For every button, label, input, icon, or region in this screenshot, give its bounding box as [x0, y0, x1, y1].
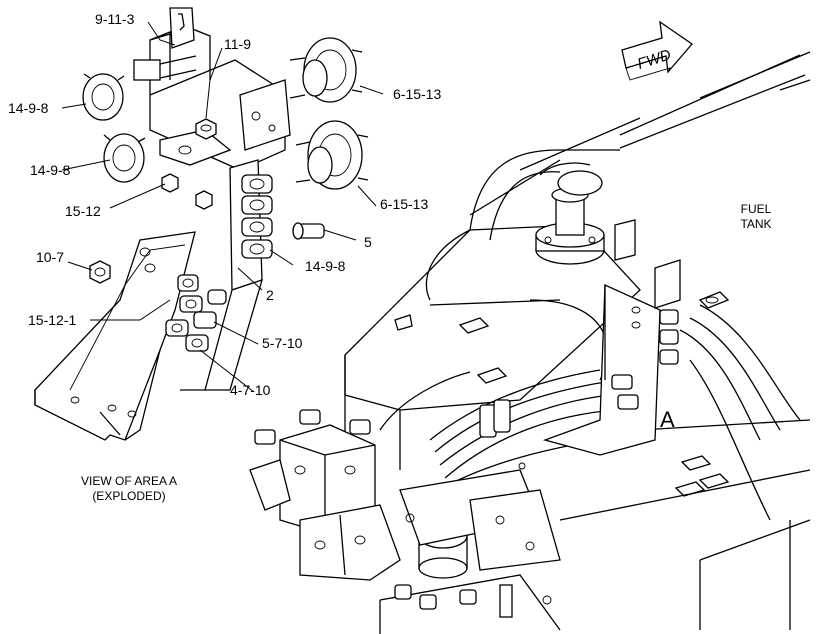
area-a-marker: A [660, 407, 675, 432]
callout-15-12-1: 15-12-1 [28, 312, 76, 328]
view-note: VIEW OF AREA A (EXPLODED) [81, 474, 177, 503]
flange-14-9-8-a [82, 73, 125, 121]
valve-block [249, 409, 401, 581]
callout-10-7: 10-7 [36, 249, 64, 265]
main-frame [344, 224, 811, 630]
connector-5 [292, 222, 325, 240]
callout-5-7-10: 5-7-10 [262, 335, 303, 351]
flange-6-15-13-lower [295, 120, 369, 190]
area-a-bracket [542, 219, 730, 456]
clamp-bands [479, 399, 511, 438]
nut-10-7 [89, 260, 111, 284]
fuel-tank-outline [425, 149, 620, 381]
upper-bracket [133, 7, 291, 171]
fwd-arrow [621, 20, 693, 81]
callout-14-9-8-mid: 14-9-8 [30, 162, 71, 178]
callout-15-12: 15-12 [65, 203, 101, 219]
fuel-pump [535, 162, 605, 265]
mounting-plate [34, 231, 196, 441]
callout-6-15-13-upper: 6-15-13 [393, 86, 441, 102]
flange-14-9-8-b [103, 133, 146, 183]
callout-6-15-13-lower: 6-15-13 [380, 196, 428, 212]
leader-lines [61, 21, 384, 393]
callout-14-9-8-right: 14-9-8 [305, 258, 346, 274]
fuel-tank-label: FUEL TANK [740, 202, 771, 231]
lower-plates [379, 462, 561, 634]
view-note-line-1: VIEW OF AREA A [81, 474, 177, 488]
bolt-15-12 [161, 173, 213, 210]
fuel-tank-label-line-2: TANK [740, 217, 771, 231]
valve-fittings [165, 274, 227, 352]
callout-11-9: 11-9 [224, 36, 251, 52]
frame-rails [469, 51, 811, 216]
fuel-tank-label-line-1: FUEL [741, 202, 772, 216]
callout-4-7-10: 4-7-10 [230, 382, 271, 398]
callout-labels: 9-11-3 11-9 14-9-8 14-9-8 15-12 10-7 15-… [8, 11, 441, 398]
callout-9-11-3: 9-11-3 [95, 11, 135, 27]
callout-14-9-8-top: 14-9-8 [8, 100, 49, 116]
fitting-stack [241, 174, 273, 259]
view-note-line-2: (EXPLODED) [92, 489, 165, 503]
nut-11-9 [195, 118, 217, 140]
flange-6-15-13-upper [289, 37, 363, 103]
callout-2: 2 [266, 287, 274, 303]
callout-5: 5 [364, 234, 372, 250]
